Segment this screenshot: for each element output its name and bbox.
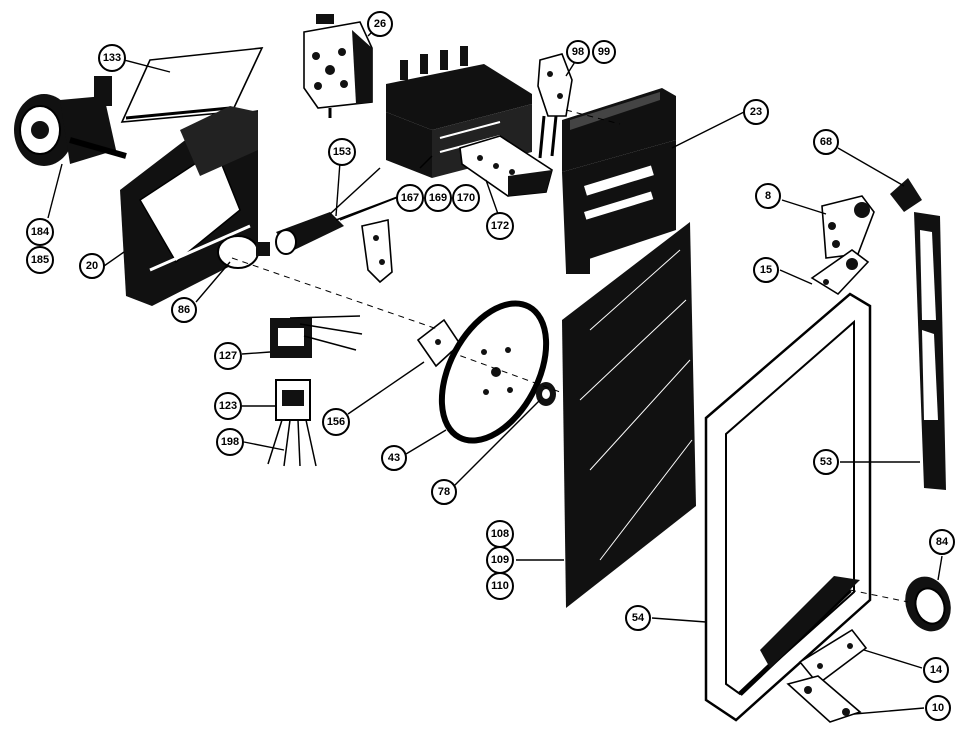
callout-53: 53 xyxy=(813,449,839,475)
part-10-hinge-plate xyxy=(786,675,862,723)
part-127-connector xyxy=(270,315,363,358)
callout-108: 108 xyxy=(486,520,514,548)
callout-label: 86 xyxy=(178,304,190,316)
callout-label: 10 xyxy=(932,702,944,714)
callout-label: 53 xyxy=(820,456,832,468)
callout-label: 123 xyxy=(219,400,237,412)
callout-110: 110 xyxy=(486,572,514,600)
callout-123: 123 xyxy=(214,392,242,420)
part-84-knob xyxy=(905,576,951,632)
leader-lines xyxy=(47,25,943,715)
callout-185: 185 xyxy=(26,246,54,274)
callout-label: 172 xyxy=(491,220,509,232)
part-98-thermostat xyxy=(537,53,573,159)
callout-label: 169 xyxy=(429,192,447,204)
part-123-connector xyxy=(275,379,311,421)
callout-label: 43 xyxy=(388,452,400,464)
part-14-hinge-plate xyxy=(798,628,868,686)
callout-label: 98 xyxy=(572,46,584,58)
part-172-terminal-strip xyxy=(459,135,553,197)
callout-label: 54 xyxy=(632,612,645,624)
part-54-door-frame xyxy=(704,292,872,722)
callout-198: 198 xyxy=(216,428,244,456)
callout-label: 110 xyxy=(491,580,509,592)
part-153-socket xyxy=(275,167,401,284)
callout-98: 98 xyxy=(566,40,590,64)
callout-label: 198 xyxy=(221,436,239,448)
callout-43: 43 xyxy=(381,445,407,471)
callout-23: 23 xyxy=(743,99,769,125)
callout-109: 109 xyxy=(486,546,514,574)
callout-68: 68 xyxy=(813,129,839,155)
callout-153: 153 xyxy=(328,138,356,166)
callout-label: 184 xyxy=(31,226,50,238)
callout-label: 8 xyxy=(765,190,771,202)
callout-label: 153 xyxy=(333,146,351,158)
callout-label: 170 xyxy=(457,192,475,204)
callout-label: 133 xyxy=(103,52,121,64)
callout-14: 14 xyxy=(923,657,949,683)
callout-15: 15 xyxy=(753,257,779,283)
part-8-hinge xyxy=(821,195,875,259)
callout-170: 170 xyxy=(452,184,480,212)
part-184-motor xyxy=(14,76,127,166)
callout-label: 78 xyxy=(438,486,450,498)
callout-label: 26 xyxy=(374,18,386,30)
part-23-bracket xyxy=(562,88,676,274)
callout-label: 185 xyxy=(31,254,49,266)
callout-8: 8 xyxy=(755,183,781,209)
callout-label: 15 xyxy=(760,264,772,276)
callout-label: 84 xyxy=(936,536,949,548)
callout-label: 23 xyxy=(750,106,762,118)
callout-184: 184 xyxy=(26,218,54,246)
callout-84: 84 xyxy=(929,529,955,555)
callout-label: 68 xyxy=(820,136,832,148)
alignment-lines xyxy=(231,109,909,603)
callout-label: 14 xyxy=(930,664,943,676)
part-15-hinge-plate xyxy=(810,249,870,296)
part-108-glass-panel xyxy=(562,222,696,608)
part-86-bulb xyxy=(217,235,270,269)
callout-26: 26 xyxy=(367,11,393,37)
callout-99: 99 xyxy=(592,40,616,64)
callout-10: 10 xyxy=(925,695,951,721)
callout-78: 78 xyxy=(431,479,457,505)
callout-label: 109 xyxy=(491,554,509,566)
callout-label: 156 xyxy=(327,416,345,428)
part-78-coupler xyxy=(536,382,556,406)
callout-20: 20 xyxy=(79,253,105,279)
part-26-switch xyxy=(303,14,373,118)
callout-172: 172 xyxy=(486,212,514,240)
callout-86: 86 xyxy=(171,297,197,323)
callout-label: 20 xyxy=(86,260,98,272)
callout-167: 167 xyxy=(396,184,424,212)
callout-label: 99 xyxy=(598,46,610,58)
callout-133: 133 xyxy=(98,44,126,72)
part-20-housing xyxy=(120,106,258,306)
callout-label: 127 xyxy=(219,350,237,362)
part-43-turntable xyxy=(438,300,550,444)
callout-127: 127 xyxy=(214,342,242,370)
part-53-side-rail xyxy=(914,212,946,490)
callout-54: 54 xyxy=(625,605,651,631)
callout-169: 169 xyxy=(424,184,452,212)
callout-label: 108 xyxy=(491,528,509,540)
part-68-clip xyxy=(890,178,922,212)
callout-label: 167 xyxy=(401,192,419,204)
callout-156: 156 xyxy=(322,408,350,436)
part-198-wires xyxy=(267,419,317,467)
